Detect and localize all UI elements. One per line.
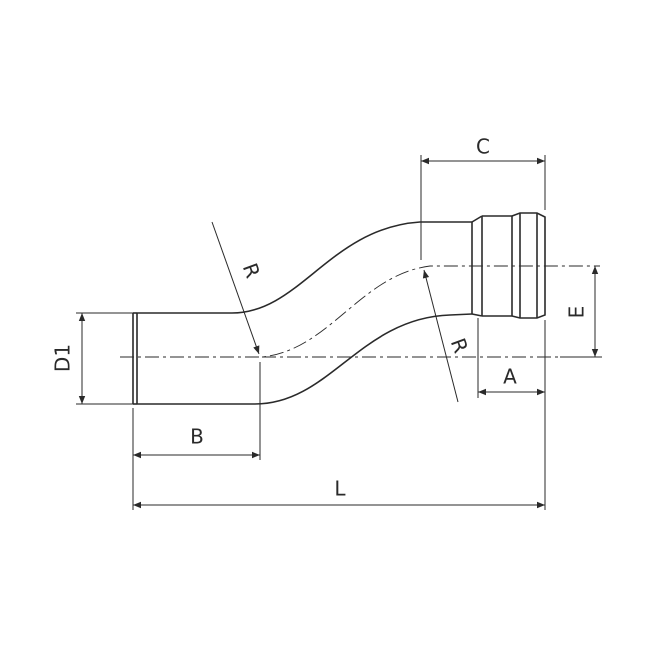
- label-R-lower: R: [446, 335, 473, 356]
- dimension-E: E: [560, 266, 602, 358]
- label-B: B: [190, 425, 204, 449]
- dimension-A: A: [477, 318, 546, 510]
- radius-lower: R: [422, 269, 473, 403]
- socket-end: [471, 212, 546, 319]
- label-R-upper: R: [238, 260, 265, 281]
- dimension-D1: D1: [51, 312, 133, 405]
- label-C: C: [476, 135, 490, 159]
- centerline: [120, 265, 600, 358]
- label-E: E: [565, 306, 589, 319]
- dimension-L: L: [133, 477, 545, 509]
- label-A: A: [503, 365, 517, 389]
- label-D1: D1: [51, 344, 75, 372]
- dimension-B: B: [132, 362, 261, 510]
- dimension-C: C: [420, 135, 546, 260]
- pipe-body: [132, 221, 473, 405]
- radius-upper: R: [211, 221, 265, 355]
- label-L: L: [334, 477, 346, 501]
